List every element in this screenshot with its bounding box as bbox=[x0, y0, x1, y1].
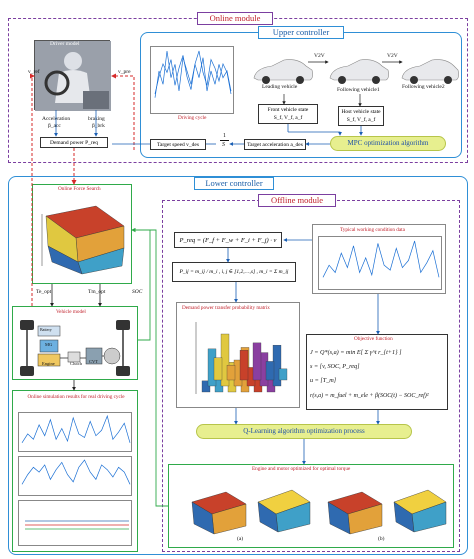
qlearning-box: Q-Learning algorithm optimization proces… bbox=[196, 424, 412, 439]
sim-plot-2 bbox=[21, 459, 131, 485]
series-line-1 bbox=[154, 50, 232, 98]
tpm-bar bbox=[226, 364, 236, 381]
v-pre-label: v_pre bbox=[118, 69, 131, 75]
driver-figure-icon bbox=[35, 41, 111, 111]
following-vehicle2-label: Following vehicle2 bbox=[402, 84, 445, 90]
engine-label: Engine bbox=[42, 361, 55, 366]
te-opt-label: Te_opt bbox=[36, 289, 52, 295]
tm-opt-label: Tm_opt bbox=[88, 289, 106, 295]
mpc-algorithm-box: MPC optimization algorithm bbox=[330, 136, 446, 151]
sim-plot-1 bbox=[21, 414, 131, 443]
vehicle-model-frame bbox=[12, 306, 138, 380]
sim-results-title-1: Online simulation results for real drivi… bbox=[27, 394, 125, 400]
sim-chart-1 bbox=[18, 412, 132, 452]
sim-chart-3 bbox=[18, 500, 132, 546]
driver-model-label: Driver model bbox=[50, 41, 80, 47]
online-force-surface bbox=[41, 205, 125, 275]
tpm-bar bbox=[239, 350, 249, 381]
braking-label: braking bbox=[88, 116, 105, 122]
series-line-0 bbox=[154, 50, 232, 94]
pij-equation-box: P_ij = m_ij / m_i , i, j ∈ [1,2,…,s] , m… bbox=[172, 262, 296, 282]
driving-cycle-label: Driving cycle bbox=[178, 115, 207, 121]
surface-engine-a bbox=[191, 491, 247, 535]
following-vehicle2-icon bbox=[401, 59, 459, 84]
online-force-title: Online Force Search bbox=[58, 186, 101, 192]
tpm-title: Demand power transfer probability matrix bbox=[182, 305, 270, 311]
surface-engine-b bbox=[327, 491, 383, 535]
objective-line-1: J = Q*(s,a) = min E[ Σ γ^t r_{t+1} ] bbox=[310, 349, 402, 356]
lower-controller-frame bbox=[8, 176, 468, 555]
objective-title: Objective function bbox=[354, 336, 393, 342]
driving-cycle-plot bbox=[154, 50, 232, 98]
objective-line-4: r(s,a) = m_fuel + m_ele + β(SOC(t) − SOC… bbox=[310, 393, 429, 399]
integrator-bar bbox=[220, 140, 229, 141]
preq-equation-box: P_req = (F_f + F_w + F_i + F_j) · v bbox=[174, 232, 282, 248]
sim-chart-2 bbox=[18, 456, 132, 496]
brk-symbol: β_brk bbox=[92, 123, 105, 129]
soc-label: SOC bbox=[132, 289, 143, 295]
upper-controller-title: Upper controller bbox=[258, 26, 344, 39]
acc-symbol: β_acc bbox=[48, 123, 61, 129]
engine-motor-frame bbox=[168, 464, 454, 548]
sim-plot-3 bbox=[25, 520, 129, 530]
following-vehicle1-label: Following vehicle1 bbox=[337, 87, 380, 93]
engine-motor-surfaces bbox=[191, 489, 447, 535]
front-vehicle-state-box: Front vehicle state S_f, V_f, a_f bbox=[258, 104, 318, 124]
objective-line-3: u = [T_m] bbox=[310, 377, 337, 384]
series-line-0 bbox=[21, 459, 131, 485]
cvt-label: CVT bbox=[89, 359, 98, 364]
typical-data-chart bbox=[318, 236, 442, 290]
v-ref-label: v_ref bbox=[28, 69, 40, 75]
offline-module-title: Offline module bbox=[258, 194, 336, 207]
integrator-den: S bbox=[222, 142, 225, 148]
integrator-num: 1 bbox=[223, 133, 226, 139]
objective-frame bbox=[306, 334, 448, 410]
driving-cycle-chart bbox=[150, 46, 234, 114]
powertrain-diagram bbox=[20, 320, 130, 376]
tpm-frame bbox=[176, 302, 300, 408]
series-line-0 bbox=[322, 240, 440, 278]
tpm-bar bbox=[201, 380, 211, 393]
battery-label: Battery bbox=[40, 327, 52, 332]
tpm-bar-chart bbox=[195, 322, 288, 394]
host-state-title: Host vehicle state bbox=[341, 109, 381, 115]
demand-power-box: Demand power P_req bbox=[40, 137, 108, 148]
typical-data-title: Typical working condition data bbox=[340, 227, 405, 233]
tpm-bar bbox=[278, 368, 288, 381]
objective-line-2: s = [v, SOC, P_req] bbox=[310, 363, 360, 370]
clutch-label: Clutch bbox=[70, 361, 82, 366]
v2v-label-2: V2V bbox=[387, 53, 398, 59]
leading-vehicle-label: Leading vehicle bbox=[262, 84, 298, 90]
panel-label-b: (b) bbox=[378, 536, 385, 542]
typical-data-frame bbox=[312, 224, 446, 294]
tpm-bar bbox=[265, 361, 275, 381]
series-line-0 bbox=[21, 414, 131, 443]
tpm-bar bbox=[252, 342, 262, 381]
mg-label: MG bbox=[45, 342, 53, 347]
tpm-bar bbox=[213, 357, 223, 381]
surface-motor-a bbox=[257, 489, 311, 533]
front-state-title: Front vehicle state bbox=[267, 107, 309, 113]
front-state-vars: S_f, V_f, a_f bbox=[273, 115, 303, 121]
vehicle-model-title: Vehicle model bbox=[56, 309, 86, 315]
panel-label-a: (a) bbox=[237, 536, 244, 542]
leading-vehicle-icon bbox=[253, 59, 313, 84]
v2v-label-1: V2V bbox=[314, 53, 325, 59]
lower-controller-title: Lower controller bbox=[194, 177, 274, 190]
following-vehicle1-icon bbox=[329, 59, 389, 84]
engine-motor-title: Engine and motor optimized for optimal t… bbox=[252, 466, 351, 472]
host-state-vars: S_f, V_f, a_f bbox=[346, 117, 376, 123]
typical-data-plot bbox=[322, 240, 440, 278]
online-module-title: Online module bbox=[197, 12, 273, 25]
surface-motor-b bbox=[393, 489, 447, 533]
target-speed-box: Target speed v_des bbox=[150, 139, 206, 150]
platoon-vehicles bbox=[253, 59, 459, 84]
